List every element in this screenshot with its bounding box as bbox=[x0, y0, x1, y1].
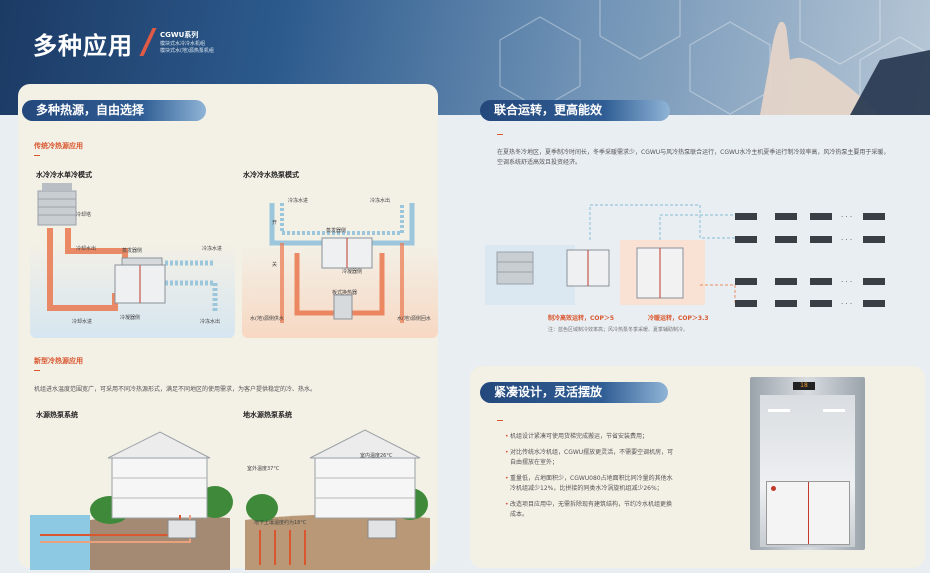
new-source-description: 机组进水温度范围宽广，可采用不同冷热源形式，满足不同地区的使用需求，为客户提供稳… bbox=[34, 386, 317, 393]
chiller-unit-icon bbox=[114, 257, 166, 304]
plate-heat-exchanger-icon bbox=[333, 294, 353, 320]
right-top-pill: 联合运转，更高能效 bbox=[480, 100, 670, 121]
floor-indicator: 18 bbox=[793, 382, 815, 390]
cooling-cop-label: 制冷高效运转，COP＞5 bbox=[548, 315, 615, 322]
label-chw-out: 冷冻水出 bbox=[200, 319, 221, 325]
new-source-dash bbox=[34, 370, 40, 372]
label-cool-out: 冷却水出 bbox=[76, 246, 97, 252]
house-icon-2 bbox=[309, 429, 421, 519]
label-tower: 冷却塔 bbox=[76, 212, 92, 218]
label-evap: 蒸发器侧 bbox=[122, 248, 143, 254]
bullet-item: •对比传统水冷机组，CGWU摆放更灵活，不需要空调机房，可自由摆放在室外； bbox=[505, 449, 674, 466]
label2-evap: 蒸发器侧 bbox=[326, 228, 347, 234]
brand-logo-icon bbox=[771, 486, 776, 491]
water-source-title: 水源热泵系统 bbox=[36, 411, 78, 419]
label2-cond: 冷凝器侧 bbox=[342, 269, 363, 275]
label-chw-in: 冷冻水进 bbox=[202, 246, 223, 252]
cgwu-unit-icon bbox=[566, 249, 610, 287]
outdoor-temp: 室外温度37°C bbox=[247, 466, 280, 472]
right-bottom-dash bbox=[497, 420, 503, 422]
heating-cop-label: 冷暖运转，COP＞3.3 bbox=[648, 315, 709, 322]
label2-valve-on: 开 bbox=[272, 220, 278, 226]
ground-source-title: 地水源热泵系统 bbox=[243, 411, 292, 419]
bullet-text: 重量低，占地面积少，CGWU080占地面积比同冷量的其他水冷机组减少12%，比拼… bbox=[510, 475, 673, 492]
bullet-text: 改造项目应用中，无需拆除现有建筑结构，节约冷水机组更换成本。 bbox=[510, 501, 673, 518]
mode1-schematic bbox=[37, 183, 218, 313]
cooling-tower-icon-2 bbox=[496, 251, 534, 285]
label2-chw-out: 冷冻水出 bbox=[370, 198, 391, 204]
heat-pump-unit-icon bbox=[321, 237, 373, 269]
indoor-temp: 室内温度26°C bbox=[360, 453, 393, 459]
mode2-diagram: 冷冻水进 冷冻水出 蒸发器侧 冷凝器侧 板式换热器 水(地)源侧供水 水(地)源… bbox=[242, 183, 438, 338]
ellipsis-row-3: · · · bbox=[841, 278, 853, 286]
house-icon-1 bbox=[107, 431, 211, 519]
joint-operation-diagram bbox=[485, 204, 885, 307]
traditional-label: 传统冷热源应用 bbox=[34, 142, 83, 150]
bullet-item: •机组设计紧凑可使用货梯完成搬运，节省安装费用； bbox=[505, 433, 649, 440]
bullet-text: 对比传统水冷机组，CGWU摆放更灵活，不需要空调机房，可自由摆放在室外； bbox=[510, 449, 674, 466]
joint-operation-description: 在夏热冬冷地区，夏季制冷时间长，冬季采暖需求少，CGWU与风冷热泵联合运行，CG… bbox=[497, 149, 890, 166]
bullet-item: •重量低，占地面积少，CGWU080占地面积比同冷量的其他水冷机组减少12%，比… bbox=[505, 474, 675, 494]
diagram-note: 注：蓝色区域制冷效率高；风冷热泵冬季采暖、夏季辅助制冷。 bbox=[548, 327, 689, 333]
traditional-dash bbox=[34, 155, 40, 157]
label2-ground-out: 水(地)源侧回水 bbox=[397, 316, 431, 322]
elevator-illustration: 18 bbox=[750, 377, 865, 550]
mode1-diagram: 冷却塔 冷却水出 蒸发器侧 冷冻水进 冷却水进 冷凝器侧 冷冻水出 bbox=[30, 183, 235, 338]
series-line-2: 模块式水(地)源热泵机组 bbox=[160, 48, 214, 54]
ellipsis-row-1: · · · bbox=[841, 213, 853, 221]
bullet-text: 机组设计紧凑可使用货梯完成搬运，节省安装费用； bbox=[510, 433, 649, 440]
cgwu-unit-in-elevator bbox=[766, 481, 850, 545]
right-bottom-pill: 紧凑设计，灵活摆放 bbox=[480, 382, 668, 403]
label-cond: 冷凝器侧 bbox=[120, 315, 141, 321]
label2-valve-off: 关 bbox=[272, 262, 278, 268]
ellipsis-row-4: · · · bbox=[841, 300, 853, 308]
fan-coil-units bbox=[735, 213, 885, 307]
house-illustrations bbox=[30, 429, 430, 570]
series-name: CGWU系列 bbox=[160, 31, 199, 39]
cooling-tower-icon bbox=[37, 183, 77, 226]
ellipsis-row-2: · · · bbox=[841, 236, 853, 244]
ceiling-light bbox=[823, 409, 845, 412]
label2-ground-in: 水(地)源侧供水 bbox=[250, 316, 284, 322]
left-section-pill: 多种热源，自由选择 bbox=[22, 100, 206, 121]
ground-temp: 地下土壤温度约为18°C bbox=[254, 520, 307, 526]
series-subtitle: 模块式水冷冷水机组 模块式水(地)源热泵机组 bbox=[160, 41, 214, 55]
page-title: 多种应用 bbox=[33, 32, 133, 60]
right-top-dash bbox=[497, 134, 503, 136]
label2-chw-in: 冷冻水进 bbox=[288, 198, 309, 204]
new-source-label: 新型冷热源应用 bbox=[34, 357, 83, 365]
mode2-title: 水冷冷水热泵模式 bbox=[243, 171, 299, 179]
air-heat-pump-icon bbox=[636, 247, 684, 299]
bullet-item: •改造项目应用中，无需拆除现有建筑结构，节约冷水机组更换成本。 bbox=[505, 500, 675, 520]
ceiling-light bbox=[768, 409, 790, 412]
label2-phe: 板式换热器 bbox=[332, 290, 358, 296]
mode1-title: 水冷冷水单冷模式 bbox=[36, 171, 92, 179]
hexagon-pattern-decoration bbox=[499, 0, 930, 115]
elevator-car bbox=[760, 395, 855, 547]
series-line-1: 模块式水冷冷水机组 bbox=[160, 41, 206, 47]
mode2-schematic bbox=[269, 203, 415, 323]
unit-divider-line bbox=[808, 482, 809, 544]
compact-design-bullets: •机组设计紧凑可使用货梯完成搬运，节省安装费用； •对比传统水冷机组，CGWU摆… bbox=[505, 432, 675, 526]
label-cool-in: 冷却水进 bbox=[72, 319, 93, 325]
